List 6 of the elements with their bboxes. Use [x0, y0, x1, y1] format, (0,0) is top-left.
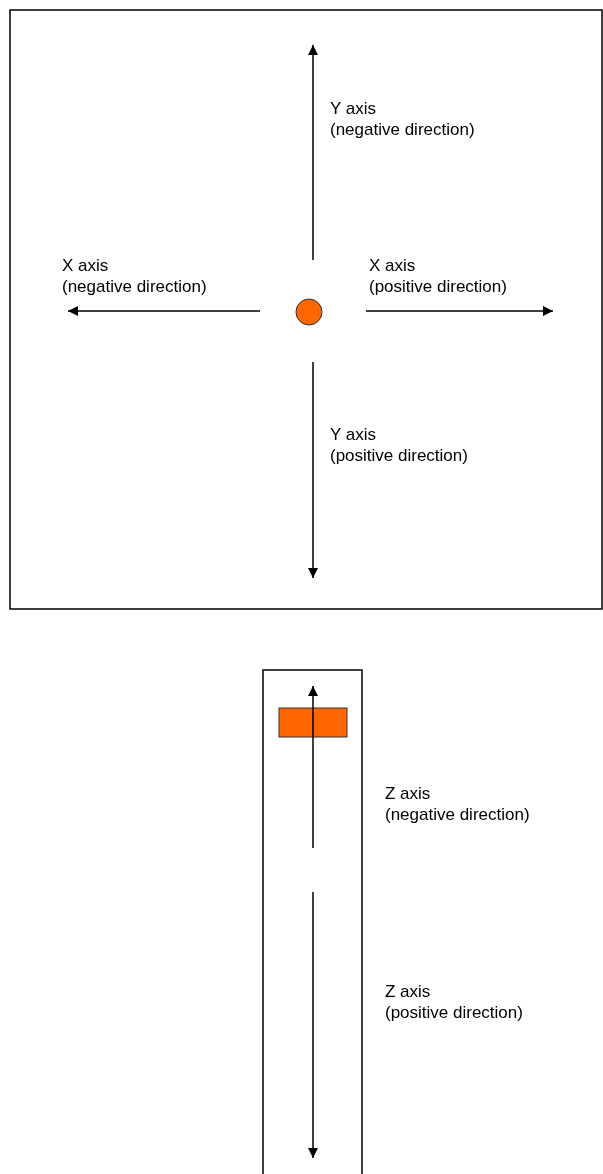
axis-label: Y axis (positive direction): [330, 424, 468, 466]
axis-label: Z axis (positive direction): [385, 981, 523, 1023]
axis-label: Y axis (negative direction): [330, 98, 475, 140]
axis-label: X axis (negative direction): [62, 255, 207, 297]
axis-label: Z axis (negative direction): [385, 783, 530, 825]
axis-label: X axis (positive direction): [369, 255, 507, 297]
